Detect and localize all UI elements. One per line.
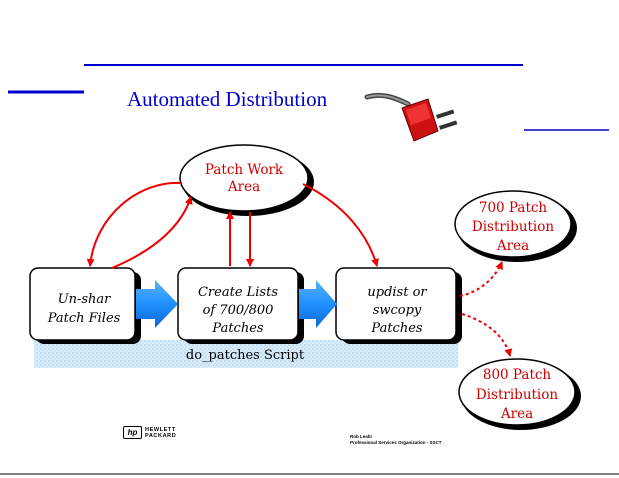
script-band bbox=[34, 340, 458, 368]
patch-work-area-label-2: Area bbox=[227, 179, 260, 195]
dist-800-label-2: Distribution bbox=[476, 387, 558, 403]
power-plug-icon bbox=[364, 92, 458, 142]
footer-org: Professional Services Organization - SSC… bbox=[350, 440, 442, 445]
dist-800-node bbox=[458, 358, 576, 426]
updist-label-1: updist or bbox=[367, 285, 427, 300]
dist-800-label-1: 800 Patch bbox=[483, 367, 552, 383]
slide-title: Automated Distribution bbox=[127, 87, 328, 111]
script-label: do_patches Script bbox=[186, 348, 305, 363]
arrow-updist-to-800 bbox=[461, 313, 513, 357]
updist-label-2: swcopy bbox=[373, 303, 422, 318]
dist-700-label-3: Area bbox=[496, 238, 529, 254]
footer-author: Rob Leahr bbox=[350, 434, 373, 439]
footer-credit: Rob Leahr Professional Services Organiza… bbox=[350, 434, 442, 446]
block-arrow-2 bbox=[299, 280, 337, 328]
arrow-unshar-to-work bbox=[111, 196, 193, 269]
create-lists-label-2: of 700/800 bbox=[203, 303, 274, 318]
hp-logo-line-1: HEWLETT bbox=[145, 426, 176, 433]
hp-logo-text: HEWLETT PACKARD bbox=[145, 427, 176, 439]
dist-800-label-3: Area bbox=[500, 406, 533, 422]
arrow-work-to-updist bbox=[302, 183, 379, 267]
arrow-updist-to-700 bbox=[459, 261, 503, 297]
block-arrow-1 bbox=[136, 280, 178, 328]
unshar-label-2: Patch Files bbox=[47, 311, 121, 326]
dist-700-label-2: Distribution bbox=[472, 219, 554, 235]
patch-work-area-node bbox=[179, 144, 309, 212]
arrow-work-to-unshar bbox=[86, 181, 183, 267]
dist-700-label-1: 700 Patch bbox=[479, 200, 548, 216]
updist-label-3: Patches bbox=[370, 321, 422, 336]
create-lists-label-3: Patches bbox=[211, 321, 263, 336]
unshar-box bbox=[29, 267, 136, 341]
dist-700-node bbox=[454, 190, 572, 258]
patch-work-area-label-1: Patch Work bbox=[205, 162, 284, 178]
hp-logo: hp HEWLETT PACKARD bbox=[123, 426, 176, 439]
hp-logo-mark: hp bbox=[123, 426, 142, 439]
hp-logo-line-2: PACKARD bbox=[145, 432, 177, 439]
unshar-label-1: Un-shar bbox=[58, 292, 112, 307]
create-lists-label-1: Create Lists bbox=[198, 285, 278, 300]
